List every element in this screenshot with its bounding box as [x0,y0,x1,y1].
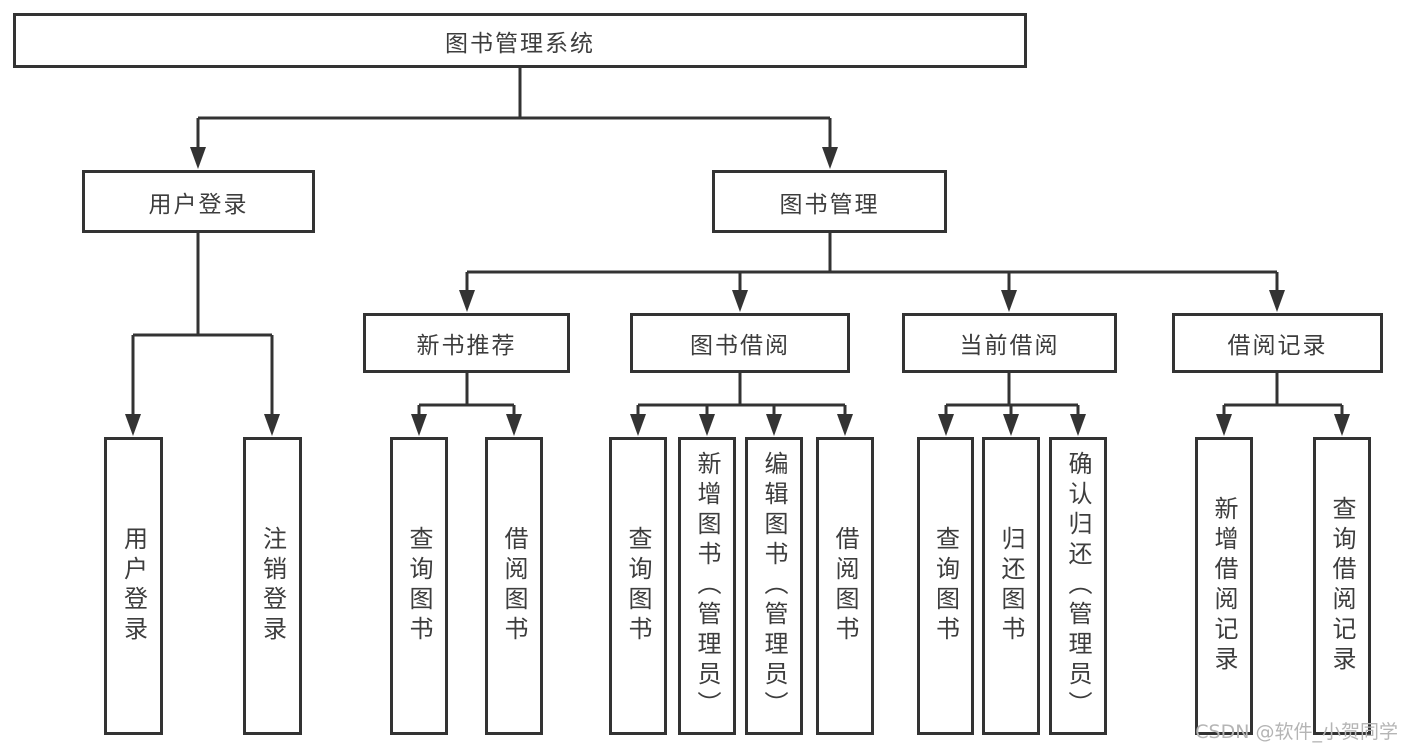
node-current-borrowing: 当前借阅 [902,313,1117,373]
node-book-management-label: 图书管理 [779,191,880,218]
node-new-book-recommend: 新书推荐 [363,313,570,373]
node-current-borrowing-label: 当前借阅 [959,333,1060,359]
node-new-book-recommend-label: 新书推荐 [416,333,517,359]
connector-userlogin-to-leaves [125,233,280,436]
leaf-edit-books-admin: 编辑图书（管理员） [745,437,803,735]
connector-records-to-leaves [1216,373,1350,436]
leaf-query-books-current: 查询图书 [917,437,974,735]
leaf-query-books-current-label: 查询图书 [931,526,960,646]
leaf-user-login-label: 用户登录 [119,526,148,646]
node-root-label: 图书管理系统 [445,30,595,57]
connector-newbooks-to-leaves [411,373,522,436]
leaf-return-books: 归还图书 [982,437,1040,735]
leaf-query-books-borrowing-label: 查询图书 [624,526,652,646]
node-book-borrowing: 图书借阅 [630,313,850,373]
leaf-confirm-return-admin-label: 确认归还（管理员） [1064,451,1092,721]
node-book-borrowing-label: 图书借阅 [690,333,790,359]
leaf-add-books-admin: 新增图书（管理员） [678,437,736,735]
leaf-borrow-books-borrowing: 借阅图书 [816,437,874,735]
leaf-logout: 注销登录 [243,437,302,735]
connector-root-to-level2 [190,67,838,169]
connector-bookmgmt-to-level3 [459,233,1285,312]
leaf-query-borrow-record-label: 查询借阅记录 [1328,496,1356,676]
node-book-management: 图书管理 [712,170,947,233]
leaf-return-books-label: 归还图书 [997,526,1025,646]
leaf-query-books-recommend-label: 查询图书 [405,526,433,646]
connector-borrowing-to-leaves [630,373,853,436]
csdn-watermark: CSDN @软件_小贺同学 [1195,721,1398,743]
leaf-query-borrow-record: 查询借阅记录 [1313,437,1371,735]
node-user-login: 用户登录 [82,170,315,233]
node-user-login-label: 用户登录 [148,191,249,218]
leaf-query-books-recommend: 查询图书 [390,437,448,735]
connector-current-to-leaves [938,373,1086,436]
leaf-logout-label: 注销登录 [258,526,287,646]
leaf-borrow-books-recommend: 借阅图书 [485,437,543,735]
leaf-add-borrow-record: 新增借阅记录 [1195,437,1253,735]
node-root-system: 图书管理系统 [13,13,1027,68]
leaf-edit-books-admin-label: 编辑图书（管理员） [760,451,788,721]
leaf-user-login: 用户登录 [104,437,163,735]
leaf-add-books-admin-label: 新增图书（管理员） [693,451,721,721]
leaf-query-books-borrowing: 查询图书 [609,437,667,735]
node-borrowing-records-label: 借阅记录 [1227,333,1328,359]
leaf-add-borrow-record-label: 新增借阅记录 [1210,496,1238,676]
leaf-borrow-books-borrowing-label: 借阅图书 [831,526,859,646]
node-borrowing-records: 借阅记录 [1172,313,1383,373]
leaf-confirm-return-admin: 确认归还（管理员） [1049,437,1107,735]
leaf-borrow-books-recommend-label: 借阅图书 [500,526,528,646]
